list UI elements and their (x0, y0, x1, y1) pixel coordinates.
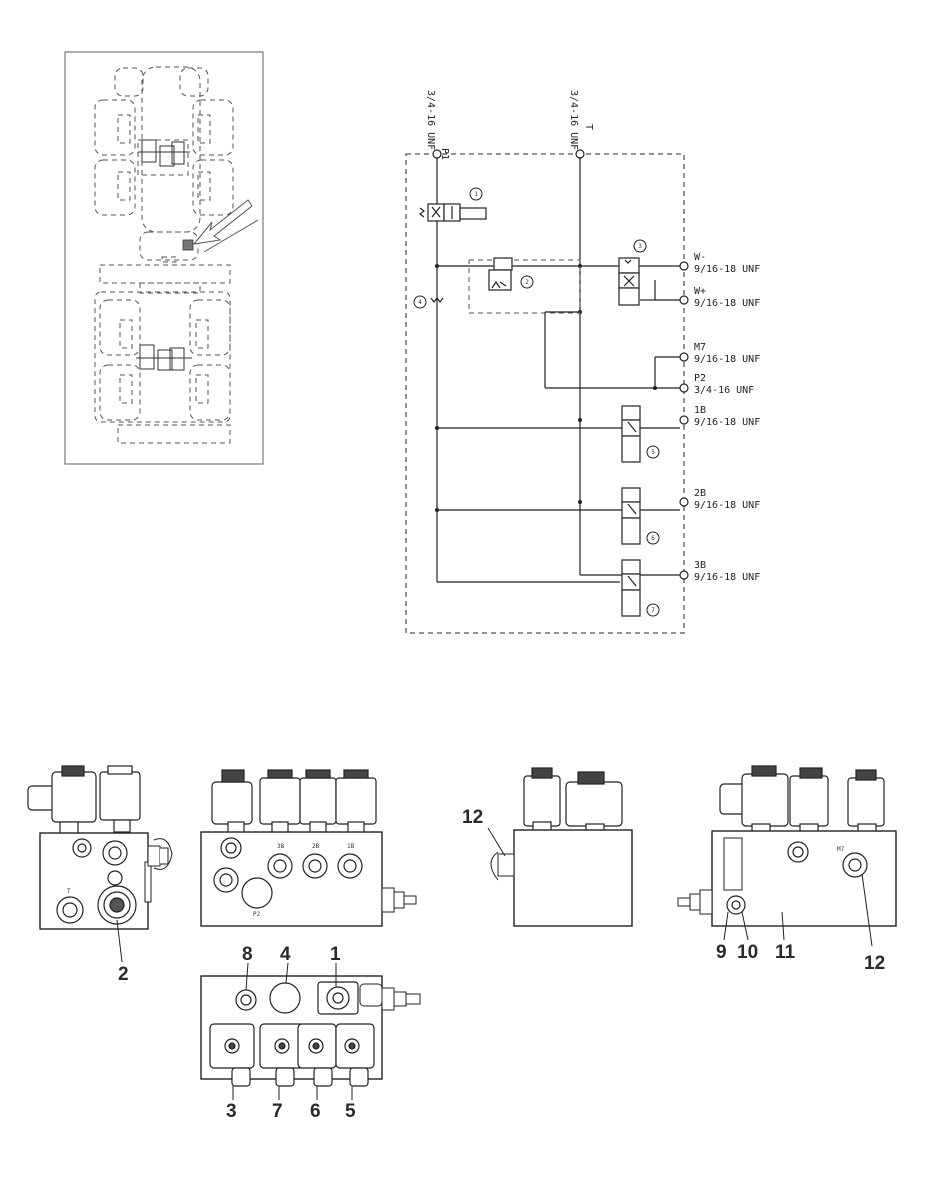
port-1b-name: 1B (694, 405, 706, 416)
callout-9: 9 (716, 942, 727, 963)
front-label-p2: P2 (253, 911, 261, 918)
balloon-5: 5 (651, 449, 655, 456)
vehicle-middle (99, 231, 231, 294)
top-fitting (359, 983, 421, 1011)
breather-fitting (147, 838, 173, 870)
port-3b-name: 3B (694, 560, 706, 571)
valve-component-5 (621, 405, 660, 463)
callout-1: 1 (330, 944, 341, 965)
port-p1-thread: 3/4-16 UNF (425, 90, 436, 150)
callout-6: 6 (310, 1101, 321, 1122)
port-wminus-name: W- (694, 252, 706, 263)
coil-row-top (209, 1023, 375, 1087)
callout-10: 10 (737, 942, 758, 963)
front-label-2b: 2B (312, 843, 320, 850)
port-wminus-thread: 9/16-18 UNF (694, 264, 760, 275)
port-m7-name: M7 (694, 342, 706, 353)
callout-12-right: 12 (864, 953, 885, 974)
coil-assembly (27, 765, 141, 835)
balloon-6: 6 (651, 535, 655, 542)
right-ports: W- 9/16-18 UNF W+ 9/16-18 UNF M7 9/16-18… (679, 252, 760, 583)
balloon-4: 4 (418, 299, 422, 306)
axle-mechanism-rear (136, 344, 192, 371)
nameplate (723, 837, 743, 891)
port-m7-thread: 9/16-18 UNF (694, 354, 760, 365)
port-p2-thread: 3/4-16 UNF (694, 385, 754, 396)
left-end-view: T 2 (27, 765, 173, 985)
port-t: T 3/4-16 UNF (568, 90, 594, 159)
callout-8: 8 (242, 944, 253, 965)
balloon-3: 3 (638, 243, 642, 250)
balloon-2: 2 (525, 279, 529, 286)
left-view-port-label: T (67, 888, 71, 895)
balloon-1: 1 (474, 191, 478, 198)
valve-component-2 (468, 257, 581, 314)
port-p1: P1 3/4-16 UNF (425, 90, 450, 160)
valve-location-marker (182, 239, 194, 251)
flow-lines (436, 158, 680, 583)
port-t-thread: 3/4-16 UNF (568, 90, 579, 150)
port-2b-thread: 9/16-18 UNF (694, 500, 760, 511)
valve-component-6 (621, 487, 660, 545)
front-view: 3B 2B 1B P2 (200, 769, 417, 927)
callout-12-side: 12 (462, 807, 483, 828)
manifold-block (513, 829, 633, 927)
hydraulic-schematic: P1 3/4-16 UNF T 3/4-16 UNF (405, 90, 760, 634)
locator-inset (64, 51, 264, 465)
port-2b-name: 2B (694, 488, 706, 499)
callout-11: 11 (775, 942, 796, 963)
vehicle-outline-front (94, 66, 234, 233)
coil-row-front (211, 769, 377, 835)
balloon-numbers: 1 2 3 4 5 6 7 (418, 191, 655, 614)
callout-3: 3 (226, 1101, 237, 1122)
callout-5: 5 (345, 1101, 356, 1122)
port-p2-name: P2 (694, 373, 706, 384)
callout-2: 2 (118, 964, 129, 985)
port-t-name: T (583, 124, 594, 130)
front-fitting (381, 887, 417, 913)
port-wplus-thread: 9/16-18 UNF (694, 298, 760, 309)
axle-mechanism-front (138, 139, 190, 167)
port-wplus-name: W+ (694, 286, 706, 297)
callout-7: 7 (272, 1101, 283, 1122)
port-p1-name: P1 (439, 148, 450, 160)
breather-fitting (490, 851, 515, 881)
port-1b-thread: 9/16-18 UNF (694, 417, 760, 428)
valve-component-7 (621, 559, 660, 617)
pointer-arrow (192, 199, 259, 253)
front-label-3b: 3B (277, 843, 285, 850)
valve-component-1 (419, 187, 487, 222)
right-end-view: M7 9 10 11 12 (677, 765, 897, 974)
side-view: 12 (462, 767, 633, 927)
vehicle-outline-rear (94, 291, 231, 444)
manifold-boundary (405, 153, 685, 634)
right-label-m7: M7 (837, 846, 845, 853)
callout-4: 4 (280, 944, 291, 965)
top-view: 8 4 1 3 7 6 5 (200, 944, 421, 1122)
right-fitting (677, 889, 713, 915)
valve-component-4 (413, 295, 444, 309)
port-3b-thread: 9/16-18 UNF (694, 572, 760, 583)
balloon-7: 7 (651, 607, 655, 614)
valve-component-3 (618, 239, 647, 306)
front-label-1b: 1B (347, 843, 355, 850)
